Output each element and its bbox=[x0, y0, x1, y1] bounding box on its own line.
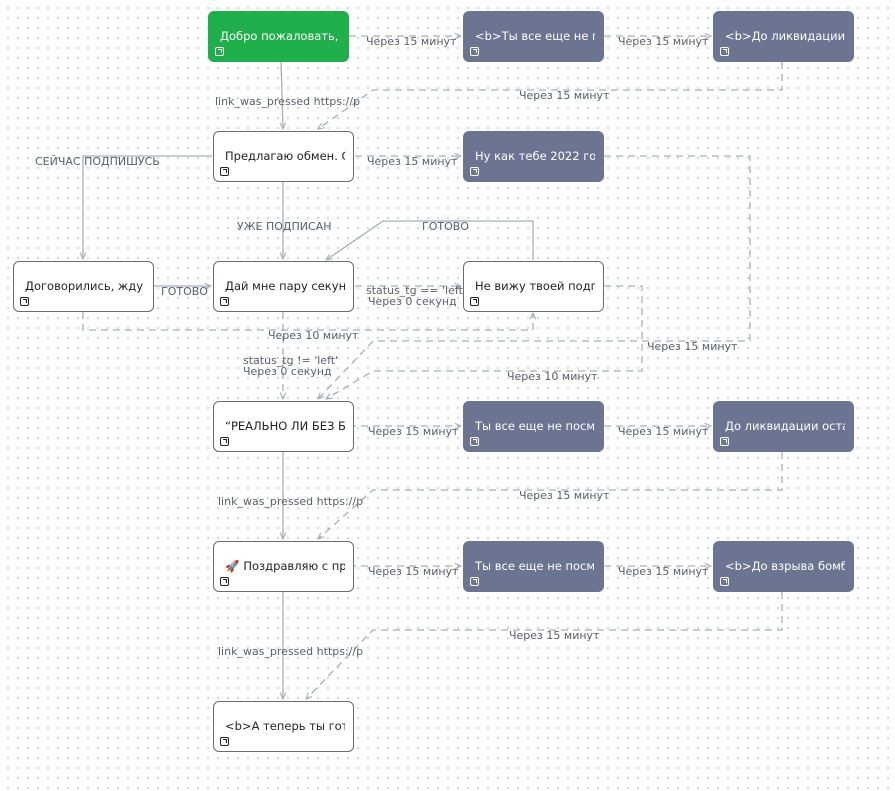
edge-welcome-offer bbox=[281, 60, 283, 129]
node-give-seconds-text: Дай мне пару секунд, bbox=[225, 278, 345, 293]
node-liquidation-2-text: До ликвидации остало bbox=[725, 418, 845, 433]
node-welcome[interactable]: Добро пожаловать, бу bbox=[208, 11, 349, 62]
edge-label-already-subscribed: УЖЕ ПОДПИСАН bbox=[237, 220, 332, 233]
open-link-icon[interactable] bbox=[720, 47, 729, 56]
open-link-icon[interactable] bbox=[215, 47, 224, 56]
edge-label-after-15: Через 15 минут bbox=[618, 425, 709, 438]
edge-liquidation1-offer bbox=[318, 62, 783, 129]
edge-label-after-10: Через 10 минут bbox=[268, 329, 359, 342]
node-still-not-1-text: <b>Ты все еще не пос bbox=[475, 28, 595, 43]
node-still-not-3-text: Ты все еще не посмот bbox=[475, 558, 595, 573]
open-link-icon[interactable] bbox=[470, 577, 479, 586]
edge-label-after-15: Через 15 минут bbox=[366, 35, 457, 48]
edge-how2022-realno bbox=[318, 155, 751, 399]
edge-label-after-15: Через 15 минут bbox=[509, 629, 600, 642]
edge-label-after-0: Через 0 секунд bbox=[368, 295, 457, 308]
edge-label-link-pressed: link_was_pressed https://p bbox=[218, 645, 364, 658]
open-link-icon[interactable] bbox=[220, 297, 229, 306]
edge-label-after-15: Через 15 минут bbox=[647, 340, 738, 353]
edge-label-after-15: Через 15 минут bbox=[519, 89, 610, 102]
node-welcome-text: Добро пожаловать, бу bbox=[220, 28, 340, 43]
node-still-not-2[interactable]: Ты все еще не посмот bbox=[463, 401, 604, 452]
node-now-ready-text: <b>А теперь ты готов bbox=[225, 718, 345, 733]
node-congrats-text: 🚀Поздравляю с прох bbox=[225, 559, 345, 575]
node-congrats[interactable]: 🚀Поздравляю с прох bbox=[213, 541, 354, 592]
open-link-icon[interactable] bbox=[470, 167, 479, 176]
node-liquidation-1[interactable]: <b>До ликвидации ост bbox=[713, 11, 854, 62]
node-realno[interactable]: “РЕАЛЬНО ЛИ БЕЗ БОЛЬ bbox=[213, 401, 354, 452]
edge-label-after-15: Через 15 минут bbox=[368, 425, 459, 438]
open-link-icon[interactable] bbox=[220, 167, 229, 176]
edge-label-done: ГОТОВО bbox=[422, 220, 469, 233]
edge-agreed-dontsee bbox=[82, 312, 533, 331]
edge-bomb-ready bbox=[306, 592, 783, 699]
node-agreed-wait[interactable]: Договорились, жду по bbox=[13, 261, 154, 312]
node-still-not-3[interactable]: Ты все еще не посмот bbox=[463, 541, 604, 592]
node-offer-exchange[interactable]: Предлагаю обмен. С т bbox=[213, 131, 354, 182]
node-now-ready[interactable]: <b>А теперь ты готов bbox=[213, 701, 354, 752]
node-realno-text: “РЕАЛЬНО ЛИ БЕЗ БОЛЬ bbox=[225, 418, 345, 433]
node-give-seconds[interactable]: Дай мне пару секунд, bbox=[213, 261, 354, 312]
edge-label-subscribe-now: СЕЙЧАС ПОДПИШУСЬ bbox=[35, 155, 160, 168]
node-dont-see-sub-text: Не вижу твоей подпис bbox=[475, 278, 595, 293]
open-link-icon[interactable] bbox=[220, 577, 229, 586]
node-congrats-label: Поздравляю с прох bbox=[243, 558, 345, 573]
node-offer-exchange-text: Предлагаю обмен. С т bbox=[225, 148, 345, 163]
edge-label-after-15: Через 15 минут bbox=[519, 489, 610, 502]
edge-offer-agreed bbox=[83, 155, 212, 259]
edge-label-link-pressed: link_was_pressed https://p bbox=[215, 95, 361, 108]
node-bomb[interactable]: <b>До взрыва бомбы о bbox=[713, 541, 854, 592]
node-liquidation-1-text: <b>До ликвидации ост bbox=[725, 28, 845, 43]
node-how-2022-text: Ну как тебе 2022 год bbox=[475, 148, 595, 163]
open-link-icon[interactable] bbox=[720, 577, 729, 586]
node-still-not-1[interactable]: <b>Ты все еще не пос bbox=[463, 11, 604, 62]
open-link-icon[interactable] bbox=[220, 437, 229, 446]
edge-liquidation2-congrats bbox=[318, 452, 783, 539]
open-link-icon[interactable] bbox=[720, 437, 729, 446]
open-link-icon[interactable] bbox=[470, 297, 479, 306]
open-link-icon[interactable] bbox=[470, 47, 479, 56]
edge-label-after-15: Через 15 минут bbox=[618, 35, 709, 48]
open-link-icon[interactable] bbox=[220, 737, 229, 746]
node-dont-see-sub[interactable]: Не вижу твоей подпис bbox=[463, 261, 604, 312]
edge-label-after-10: Через 10 минут bbox=[507, 370, 598, 383]
edge-label-link-pressed: link_was_pressed https://p bbox=[218, 495, 364, 508]
node-bomb-text: <b>До взрыва бомбы о bbox=[725, 558, 845, 573]
edge-label-status-left: status_tg == 'left' bbox=[366, 284, 466, 297]
edge-dontsee-give bbox=[326, 220, 534, 260]
edge-label-status-not-left: status_tg != 'left' bbox=[243, 354, 339, 367]
node-still-not-2-text: Ты все еще не посмот bbox=[475, 418, 595, 433]
edge-label-after-15: Через 15 минут bbox=[368, 565, 459, 578]
node-how-2022[interactable]: Ну как тебе 2022 год bbox=[463, 131, 604, 182]
open-link-icon[interactable] bbox=[470, 437, 479, 446]
edge-label-after-0: Через 0 секунд bbox=[243, 365, 332, 378]
node-liquidation-2[interactable]: До ликвидации остало bbox=[713, 401, 854, 452]
edge-label-after-15: Через 15 минут bbox=[367, 155, 458, 168]
edge-label-done: ГОТОВО bbox=[161, 285, 208, 298]
rocket-icon: 🚀 bbox=[225, 558, 240, 573]
edge-label-after-15: Через 15 минут bbox=[618, 565, 709, 578]
node-agreed-wait-text: Договорились, жду по bbox=[25, 278, 145, 293]
edge-dontsee-realno bbox=[326, 285, 643, 399]
open-link-icon[interactable] bbox=[20, 297, 29, 306]
